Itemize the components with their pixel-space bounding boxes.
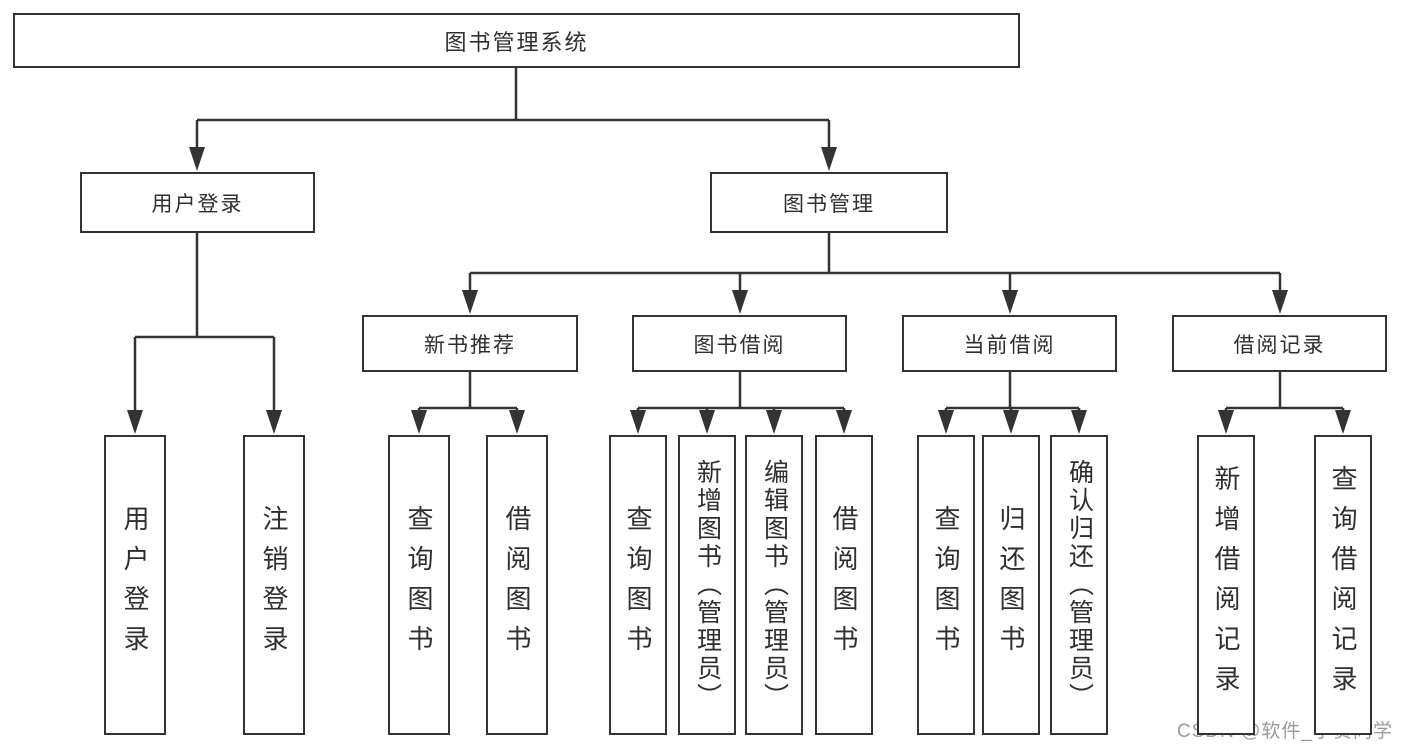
leaf-user-login: 用户登录 [104, 435, 166, 735]
branch-root [195, 68, 831, 149]
leaf-query-borrow-record: 查询借阅记录 [1314, 435, 1372, 735]
branch-lines [133, 68, 1345, 412]
arrow-down-icon [1218, 410, 1234, 434]
arrow-down-icon [127, 410, 143, 434]
branch-borrow-records [1224, 372, 1345, 412]
node-root-label: 图书管理系统 [444, 29, 589, 55]
arrow-down-icon [1335, 410, 1351, 434]
arrow-down-icon [266, 410, 282, 434]
arrow-down-icon [462, 290, 478, 314]
leaf-confirm-return-admin: 确认归还（管理员） [1050, 435, 1108, 735]
node-new-book-recommend: 新书推荐 [362, 315, 578, 372]
leaf-query-borrow-record-label: 查询借阅记录 [1328, 465, 1358, 705]
leaf-recommend-borrow-books-label: 借阅图书 [502, 505, 532, 665]
arrowheads [127, 147, 1351, 434]
arrow-down-icon [189, 147, 205, 171]
leaf-add-borrow-record-label: 新增借阅记录 [1211, 465, 1241, 705]
node-current-borrow: 当前借阅 [902, 315, 1117, 372]
branch-book-management [468, 233, 1282, 292]
arrow-down-icon [732, 290, 748, 314]
node-user-login-label: 用户登录 [151, 192, 244, 216]
node-borrow-records-label: 借阅记录 [1233, 333, 1326, 357]
leaf-logout: 注销登录 [243, 435, 305, 735]
node-book-borrow: 图书借阅 [632, 315, 847, 372]
arrow-down-icon [938, 410, 954, 434]
node-book-management: 图书管理 [710, 172, 948, 233]
leaf-add-books-admin-label: 新增图书（管理员） [693, 459, 722, 711]
leaf-add-books-admin: 新增图书（管理员） [678, 435, 736, 735]
branch-book-borrow [636, 372, 846, 412]
arrow-down-icon [699, 410, 715, 434]
arrow-down-icon [1272, 290, 1288, 314]
leaf-recommend-borrow-books: 借阅图书 [486, 435, 548, 735]
leaf-borrow-books: 借阅图书 [815, 435, 873, 735]
leaf-borrow-books-label: 借阅图书 [829, 505, 859, 665]
leaf-borrow-query-books-label: 查询图书 [623, 505, 653, 665]
arrow-down-icon [411, 410, 427, 434]
node-book-borrow-label: 图书借阅 [693, 333, 786, 357]
arrow-down-icon [836, 410, 852, 434]
leaf-confirm-return-admin-label: 确认归还（管理员） [1065, 459, 1094, 711]
branch-new-book-recommend [417, 372, 519, 412]
node-root: 图书管理系统 [13, 13, 1020, 68]
leaf-return-books: 归还图书 [982, 435, 1040, 735]
arrow-down-icon [1003, 410, 1019, 434]
node-book-management-label: 图书管理 [783, 192, 875, 216]
leaf-edit-books-admin: 编辑图书（管理员） [745, 435, 803, 735]
node-new-book-recommend-label: 新书推荐 [424, 333, 516, 357]
leaf-return-books-label: 归还图书 [996, 505, 1026, 665]
branch-user-login [133, 233, 276, 412]
leaf-current-query-books-label: 查询图书 [931, 505, 961, 665]
leaf-recommend-query-books: 查询图书 [388, 435, 450, 735]
node-user-login: 用户登录 [80, 172, 315, 233]
arrow-down-icon [1002, 290, 1018, 314]
arrow-down-icon [1071, 410, 1087, 434]
branch-current-borrow [944, 372, 1081, 412]
arrow-down-icon [821, 147, 837, 171]
leaf-logout-label: 注销登录 [259, 505, 289, 665]
arrow-down-icon [509, 410, 525, 434]
node-borrow-records: 借阅记录 [1172, 315, 1387, 372]
arrow-down-icon [766, 410, 782, 434]
leaf-add-borrow-record: 新增借阅记录 [1197, 435, 1255, 735]
node-current-borrow-label: 当前借阅 [963, 333, 1056, 357]
leaf-borrow-query-books: 查询图书 [609, 435, 667, 735]
leaf-edit-books-admin-label: 编辑图书（管理员） [760, 459, 789, 711]
arrow-down-icon [630, 410, 646, 434]
leaf-recommend-query-books-label: 查询图书 [404, 505, 434, 665]
leaf-user-login-label: 用户登录 [120, 505, 150, 665]
leaf-current-query-books: 查询图书 [917, 435, 975, 735]
